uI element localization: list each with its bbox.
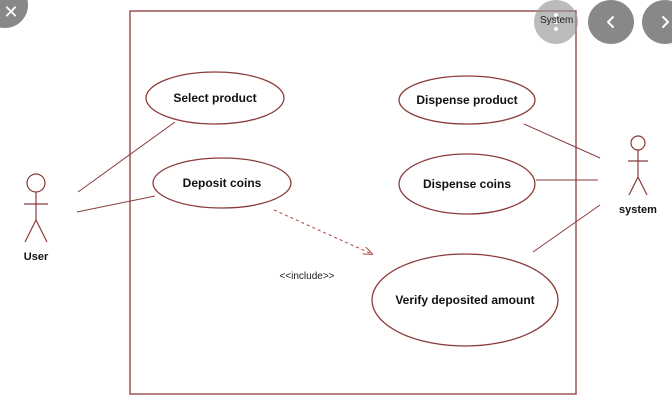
- more-options-button[interactable]: System: [534, 0, 578, 44]
- include-dependency-arrow: [273, 209, 372, 254]
- system-boundary: [129, 10, 577, 395]
- actor-user[interactable]: User: [24, 173, 49, 263]
- association-user-deposit-coins: [76, 195, 156, 213]
- association-system-dispense-product: [523, 123, 601, 159]
- use-case-label: Deposit coins: [183, 176, 262, 190]
- previous-button[interactable]: [588, 0, 634, 44]
- use-case-label: Dispense coins: [423, 177, 511, 191]
- use-case-label: Dispense product: [416, 93, 517, 107]
- association-system-verify-amount: [532, 204, 601, 253]
- use-case-verify-deposited-amount[interactable]: Verify deposited amount: [371, 253, 559, 347]
- actor-user-label: User: [24, 251, 49, 263]
- actor-head: [26, 173, 46, 193]
- chevron-left-icon: [607, 16, 614, 28]
- use-case-deposit-coins[interactable]: Deposit coins: [152, 157, 292, 209]
- use-case-select-product[interactable]: Select product: [145, 71, 285, 125]
- use-case-label: Verify deposited amount: [395, 293, 534, 307]
- more-vertical-icon: [554, 13, 558, 31]
- association-user-select-product: [77, 121, 176, 193]
- chevron-right-icon: [662, 16, 669, 28]
- close-icon: ✕: [3, 1, 19, 23]
- use-case-dispense-product[interactable]: Dispense product: [398, 75, 536, 125]
- actor-system-label: system: [619, 204, 657, 216]
- use-case-dispense-coins[interactable]: Dispense coins: [398, 153, 536, 215]
- next-button[interactable]: [642, 0, 672, 44]
- include-stereotype-label: <<include>>: [279, 271, 334, 282]
- use-case-label: Select product: [173, 91, 256, 105]
- actor-head: [630, 135, 646, 151]
- actor-system[interactable]: system: [619, 135, 657, 216]
